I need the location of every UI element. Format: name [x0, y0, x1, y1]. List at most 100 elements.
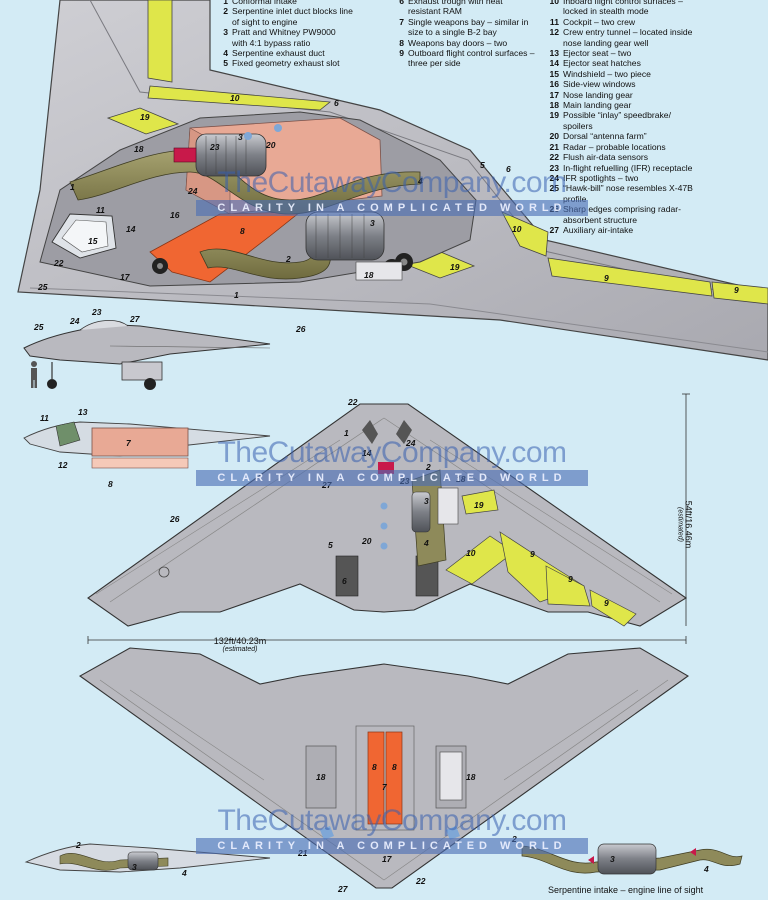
legend-number: 16 [549, 79, 559, 90]
dimension-lines [87, 393, 690, 644]
legend-number: 10 [549, 0, 559, 6]
svg-text:7: 7 [382, 782, 388, 792]
legend-number: 4 [223, 48, 228, 59]
svg-text:22: 22 [415, 876, 426, 886]
legend-text: Serpentine exhaust duct [232, 48, 325, 59]
svg-text:14: 14 [362, 448, 372, 458]
legend-text: IFR spotlights – two [563, 172, 639, 183]
bottom-right-serpentine-diagram: 234 [511, 834, 743, 875]
legend-number: 13 [549, 48, 559, 59]
surface-9-a [147, 0, 173, 83]
legend-text: In-flight refuelling (IFR) receptacle [563, 162, 693, 173]
serpentine-intake-duct [521, 845, 743, 874]
svg-text:19: 19 [140, 112, 150, 122]
svg-text:24: 24 [405, 438, 416, 448]
legend-number: 17 [549, 89, 559, 100]
legend-item: 16 Side-view windows [537, 79, 762, 89]
legend-number: 9 [399, 48, 404, 59]
legend-number: 7 [399, 16, 404, 27]
legend-text: Conformal intake [232, 0, 297, 6]
svg-text:2: 2 [511, 834, 517, 844]
legend-number: 12 [549, 27, 559, 38]
legend-text: Side-view windows [563, 79, 636, 90]
side-bay-doors [91, 457, 189, 469]
top-surface-9-b [545, 565, 591, 607]
svg-text:8: 8 [240, 226, 245, 236]
svg-text:14: 14 [126, 224, 136, 234]
svg-text:18: 18 [456, 474, 466, 484]
svg-text:18: 18 [316, 772, 326, 782]
svg-text:9: 9 [734, 285, 739, 295]
svg-text:6: 6 [342, 576, 347, 586]
svg-text:26: 26 [169, 514, 180, 524]
svg-text:13: 13 [78, 407, 88, 417]
legend-item: 7 Single weapons bay – similar in size to… [382, 17, 562, 38]
legend-text: Ejector seat hatches [563, 58, 641, 69]
svg-text:20: 20 [361, 536, 372, 546]
svg-text:3: 3 [424, 496, 429, 506]
legend-text: Auxiliary air-intake [563, 224, 634, 235]
legend-text: Fixed geometry exhaust slot [232, 58, 340, 69]
span-value: 132ft/40.23m [213, 636, 267, 646]
legend-item: 4 Serpentine exhaust duct [206, 48, 386, 58]
svg-text:5: 5 [480, 160, 485, 170]
legend-number: 25 [549, 183, 559, 194]
height-value: 54ft/16.46m [683, 500, 694, 549]
svg-text:10: 10 [512, 224, 522, 234]
legend-number: 24 [549, 172, 559, 183]
legend-number: 15 [549, 68, 559, 79]
legend-number: 26 [549, 204, 559, 215]
svg-text:18: 18 [134, 144, 144, 154]
svg-text:8: 8 [372, 762, 377, 772]
svg-text:26: 26 [295, 324, 306, 334]
svg-text:8: 8 [108, 479, 113, 489]
svg-text:9: 9 [568, 574, 573, 584]
legend-number: 19 [549, 110, 559, 121]
svg-text:18: 18 [364, 270, 374, 280]
svg-text:11: 11 [40, 413, 49, 423]
legend-text: Windshield – two piece [563, 68, 651, 79]
side-gear-wheel-front [47, 379, 57, 389]
svg-text:9: 9 [604, 273, 609, 283]
svg-text:20: 20 [265, 140, 276, 150]
svg-text:27: 27 [321, 480, 333, 490]
svg-text:15: 15 [88, 236, 98, 246]
span-dimension: 132ft/40.23m (estimated) [180, 636, 300, 653]
svg-text:10: 10 [466, 548, 476, 558]
svg-text:21: 21 [297, 848, 308, 858]
svg-text:9: 9 [604, 598, 609, 608]
side-weapons-bay [91, 427, 189, 457]
svg-text:25: 25 [37, 282, 48, 292]
surface-10-top [147, 85, 332, 111]
legend-text: Pratt and Whitney PW9000 with 4:1 bypass… [232, 27, 336, 48]
svg-text:23: 23 [399, 476, 410, 486]
svg-text:7: 7 [126, 438, 132, 448]
legend-text: Single weapons bay – similar in size to … [408, 16, 529, 38]
legend-number: 11 [549, 16, 559, 27]
span-estimated: (estimated) [222, 646, 258, 653]
svg-text:1: 1 [70, 182, 75, 192]
legend-text: Exhaust trough with heat resistant RAM [408, 0, 503, 17]
surface-9-b [547, 257, 713, 297]
legend-number: 2 [223, 6, 228, 17]
svg-text:17: 17 [120, 272, 131, 282]
legend-item: 15 Windshield – two piece [537, 69, 762, 79]
legend-text: Serpentine inlet duct blocks line of sig… [232, 6, 353, 27]
